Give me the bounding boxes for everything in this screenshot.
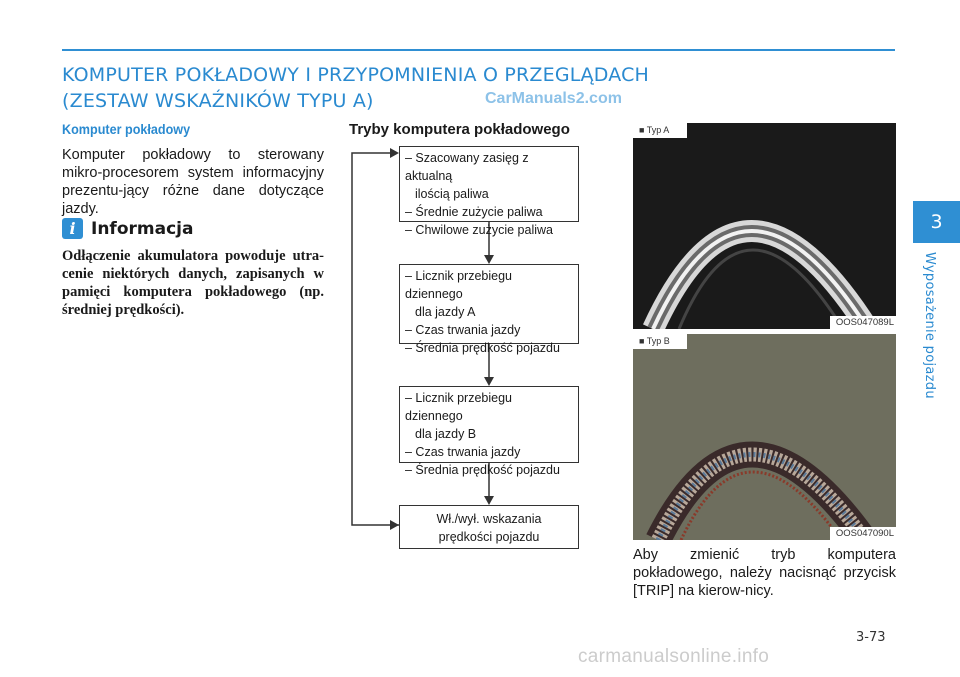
mode-box-speed: Wł./wył. wskazania prędkości pojazdu: [399, 505, 579, 549]
mode-box-range: – Szacowany zasięg z aktualną ilością pa…: [399, 146, 579, 237]
mode-box-trip-b: – Licznik przebiegu dziennego dla jazdy …: [399, 386, 579, 477]
mode-box-line: – Chwilowe zużycie paliwa: [405, 223, 553, 237]
mode-box-line: – Szacowany zasięg z aktualną: [405, 151, 529, 183]
steering-button-photo-a: [643, 220, 878, 329]
mode-box-line: – Czas trwania jazdy: [405, 323, 521, 337]
steering-button-photo-b: [646, 441, 876, 540]
arrow-loop: [351, 152, 399, 526]
mode-box-line: dla jazdy B: [415, 427, 477, 441]
photo-type-a: ■ Typ A OOS047089L: [633, 123, 896, 329]
mode-box-trip-a: – Licznik przebiegu dziennego dla jazdy …: [399, 264, 579, 355]
mode-box-line: – Licznik przebiegu dziennego: [405, 391, 513, 423]
page-title-line2: (ZESTAW WSKAŹNIKÓW TYPU A): [62, 90, 374, 112]
mode-box-line: ilością paliwa: [415, 187, 489, 201]
photo-a-code: OOS047089L: [829, 316, 896, 329]
photo-b-code: OOS047090L: [829, 527, 896, 540]
page-number: 3-73: [856, 630, 886, 645]
chapter-tab: 3: [913, 201, 960, 243]
info-icon: i: [62, 218, 83, 239]
info-title: Informacja: [91, 218, 194, 239]
modes-heading: Tryby komputera pokładowego: [349, 121, 570, 138]
mode-box-line: – Średnie zużycie paliwa: [405, 205, 543, 219]
section-heading: Komputer pokładowy: [62, 121, 191, 137]
page-title: KOMPUTER POKŁADOWY I PRZYPOMNIENIA O PRZ…: [62, 62, 649, 114]
mode-box-line: – Czas trwania jazdy: [405, 445, 521, 459]
mode-box-line: – Średnia prędkość pojazdu: [405, 341, 560, 355]
page-title-line1: KOMPUTER POKŁADOWY I PRZYPOMNIENIA O PRZ…: [62, 64, 650, 86]
info-text: Odłączenie akumulatora powoduje utra-cen…: [62, 248, 324, 318]
watermark-top: CarManuals2.com: [485, 90, 622, 107]
mode-box-line: – Licznik przebiegu dziennego: [405, 269, 513, 301]
header-rule: [62, 49, 895, 51]
photo-type-b: ■ Typ B OOS047090L: [633, 334, 896, 540]
trip-caption: Aby zmienić tryb komputera pokładowego, …: [633, 547, 896, 599]
section-body: Komputer pokładowy to sterowany mikro-pr…: [62, 147, 324, 217]
mode-box-line: Wł./wył. wskazania: [436, 512, 542, 526]
chapter-label: Wyposażenie pojazdu: [922, 252, 937, 399]
mode-box-line: prędkości pojazdu: [438, 530, 540, 544]
mode-box-line: dla jazdy A: [415, 305, 476, 319]
photo-a-tag: ■ Typ A: [633, 123, 687, 138]
photo-b-tag: ■ Typ B: [633, 334, 687, 349]
info-header: i Informacja: [62, 218, 193, 239]
watermark-bottom: carmanualsonline.info: [578, 646, 770, 667]
mode-box-line: – Średnia prędkość pojazdu: [405, 463, 560, 477]
